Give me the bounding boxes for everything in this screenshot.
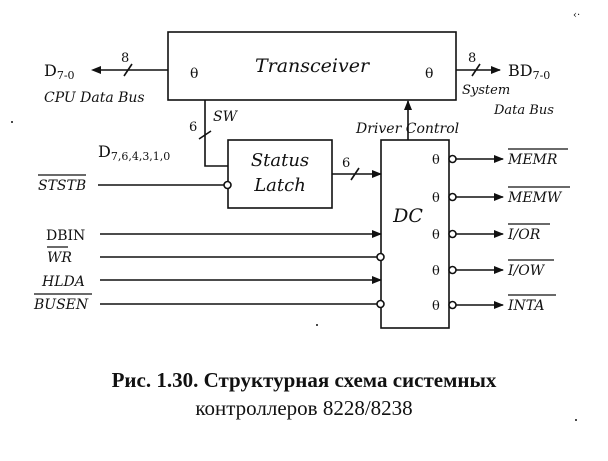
figure-caption-line-1: Рис. 1.30. Структурная схема системных [0, 368, 608, 393]
memw-bubble [448, 192, 457, 202]
latch-width-tick [350, 167, 360, 181]
driver-control-label: Driver Control [355, 121, 459, 137]
transceiver-tristate-left: θ [190, 66, 198, 82]
latch-width-label: 6 [342, 156, 350, 171]
sw-width-label: 6 [189, 120, 197, 135]
inta-bubble [448, 300, 457, 310]
dc-tristate-4: θ [432, 264, 440, 279]
transceiver-block [167, 31, 457, 101]
memw-label: MEMW [507, 190, 563, 206]
system-data-label: BD7-0 [508, 61, 550, 82]
stray-dot [11, 121, 13, 123]
ststb-inversion-bubble [223, 180, 232, 190]
ststb-label: STSTB [38, 178, 86, 194]
sw-label: SW [213, 109, 239, 125]
hlda-label: HLDA [41, 274, 85, 290]
status-latch-label-2: Latch [253, 175, 306, 196]
sw-line [204, 100, 228, 167]
figure-number: Рис. 1.30. [111, 368, 199, 392]
cpu-bus-label: CPU Data Bus [44, 90, 145, 106]
decoder-label: DC [392, 205, 423, 227]
sw-width-tick [198, 130, 212, 140]
dc-tristate-2: θ [432, 191, 440, 206]
memr-label: MEMR [507, 152, 558, 168]
ior-label: I/OR [507, 227, 541, 243]
status-bits-label: D7,6,4,3,1,0 [98, 142, 170, 163]
status-latch-label-1: Status [251, 150, 309, 171]
cpu-data-label: D7-0 [44, 61, 75, 82]
busen-label: BUSEN [33, 297, 89, 313]
figure-caption-line-2: контроллеров 8228/8238 [195, 396, 413, 420]
iow-label: I/OW [507, 263, 546, 279]
cpu-bus-width-tick [123, 63, 133, 77]
busen-inversion-bubble [376, 299, 385, 309]
system-bus-label-2: Data Bus [493, 103, 554, 118]
ior-bubble [448, 229, 457, 239]
system-bus-label-1: System [462, 83, 510, 98]
inta-label: INTA [507, 298, 544, 314]
wr-inversion-bubble [376, 252, 385, 262]
iow-bubble [448, 265, 457, 275]
dc-tristate-3: θ [432, 228, 440, 243]
wr-label: WR [47, 250, 72, 266]
dc-tristate-1: θ [432, 153, 440, 168]
stray-mark: ‹· [573, 10, 580, 21]
cpu-bus-width-label: 8 [121, 51, 129, 66]
transceiver-label: Transceiver [255, 55, 371, 77]
dbin-label: DBIN [46, 228, 85, 244]
system-bus-width-tick [471, 63, 481, 77]
transceiver-tristate-right: θ [425, 66, 433, 82]
stray-dot [575, 419, 577, 421]
system-bus-width-label: 8 [468, 51, 476, 66]
stray-dot [316, 324, 318, 326]
dc-tristate-5: θ [432, 299, 440, 314]
figure-title-part-1: Структурная схема системных [198, 368, 497, 392]
memr-bubble [448, 154, 457, 164]
